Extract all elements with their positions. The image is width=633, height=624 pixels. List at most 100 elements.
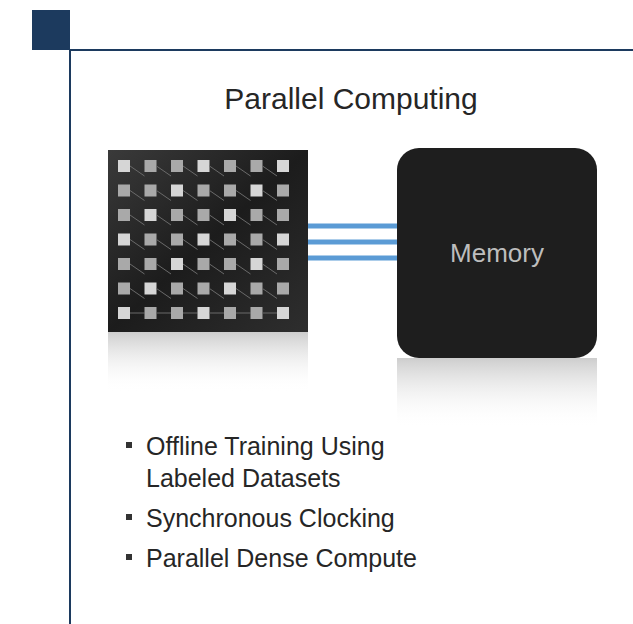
chip-tile (251, 160, 263, 172)
chip-trace (183, 166, 198, 176)
chip-trace (157, 264, 172, 274)
chip-tile (224, 185, 236, 197)
chip-tile (251, 209, 263, 221)
chip-tile (198, 234, 210, 246)
chip-tile (198, 209, 210, 221)
chip-trace (157, 166, 172, 176)
bus-line (308, 256, 400, 261)
bus-line (308, 224, 400, 229)
chip-tile (171, 160, 183, 172)
chip-trace (236, 313, 251, 314)
chip-trace (263, 313, 278, 314)
chip-tile (224, 307, 236, 319)
chip-trace (130, 289, 145, 299)
chip-trace (263, 289, 278, 299)
chip-trace (236, 289, 251, 299)
chip-trace (183, 215, 198, 225)
chip-trace (210, 166, 225, 176)
chip-tile (251, 185, 263, 197)
chip-trace (210, 264, 225, 274)
chip-tile (171, 307, 183, 319)
chip-tile (171, 209, 183, 221)
chip-trace (210, 289, 225, 299)
frame-line (70, 49, 633, 51)
chip-tile (198, 307, 210, 319)
chip-tile (251, 234, 263, 246)
chip-trace (236, 215, 251, 225)
frame-line (69, 50, 71, 624)
chip-trace (157, 289, 172, 299)
reflection (397, 358, 597, 428)
chip-trace (263, 191, 278, 201)
chip-tile (277, 258, 289, 270)
chip-trace (183, 289, 198, 299)
chip-tile (118, 185, 130, 197)
title: Parallel Computing (224, 82, 477, 116)
chip-tile (277, 209, 289, 221)
chip-tile (251, 258, 263, 270)
chip-tile (145, 258, 157, 270)
chip-tile (118, 283, 130, 295)
chip-tile (251, 283, 263, 295)
chip-tile (251, 307, 263, 319)
chip-tile (277, 234, 289, 246)
chip-trace (157, 240, 172, 250)
bus-line (308, 240, 400, 245)
chip (108, 150, 308, 332)
chip-trace (210, 240, 225, 250)
chip-trace (263, 166, 278, 176)
chip-tile (224, 209, 236, 221)
chip-trace (183, 313, 198, 314)
chip-tile (198, 160, 210, 172)
chip-tile (198, 283, 210, 295)
chip-tile (171, 234, 183, 246)
chip-trace (183, 240, 198, 250)
chip-trace (130, 191, 145, 201)
chip-trace (183, 191, 198, 201)
chip-tile (145, 209, 157, 221)
chip-tile (145, 283, 157, 295)
chip-trace (236, 191, 251, 201)
chip-trace (183, 264, 198, 274)
chip-trace (130, 240, 145, 250)
corner-square (32, 10, 70, 50)
chip-tile (171, 283, 183, 295)
chip-trace (130, 215, 145, 225)
bullet-item: Parallel Dense Compute (126, 542, 456, 574)
chip-trace (157, 313, 172, 314)
chip-tile (118, 160, 130, 172)
chip-trace (236, 166, 251, 176)
reflection (108, 332, 308, 392)
chip-trace (263, 240, 278, 250)
chip-tile (224, 258, 236, 270)
chip-tile (145, 307, 157, 319)
chip-trace (210, 313, 225, 314)
chip-trace (210, 191, 225, 201)
chip-trace (130, 264, 145, 274)
chip-tile (118, 258, 130, 270)
chip-tile (224, 160, 236, 172)
chip-tile (277, 307, 289, 319)
chip-tile (145, 234, 157, 246)
chip-trace (157, 215, 172, 225)
chip-trace (210, 215, 225, 225)
chip-trace (130, 166, 145, 176)
bullet-item: Offline Training Using Labeled Datasets (126, 430, 456, 494)
bullet-item: Synchronous Clocking (126, 502, 456, 534)
chip-tiles (118, 160, 289, 319)
chip-tile (118, 307, 130, 319)
chip-tile (277, 185, 289, 197)
chip-tile (118, 209, 130, 221)
memory-box: Memory (397, 148, 597, 358)
chip-tile (118, 234, 130, 246)
chip-tile (224, 283, 236, 295)
chip-trace (236, 264, 251, 274)
chip-tile (171, 185, 183, 197)
chip-trace (263, 215, 278, 225)
chip-tile (198, 258, 210, 270)
chip-trace (157, 191, 172, 201)
chip-trace (130, 313, 145, 314)
chip-tile (145, 185, 157, 197)
chip-tile (277, 283, 289, 295)
chip-tile (198, 185, 210, 197)
